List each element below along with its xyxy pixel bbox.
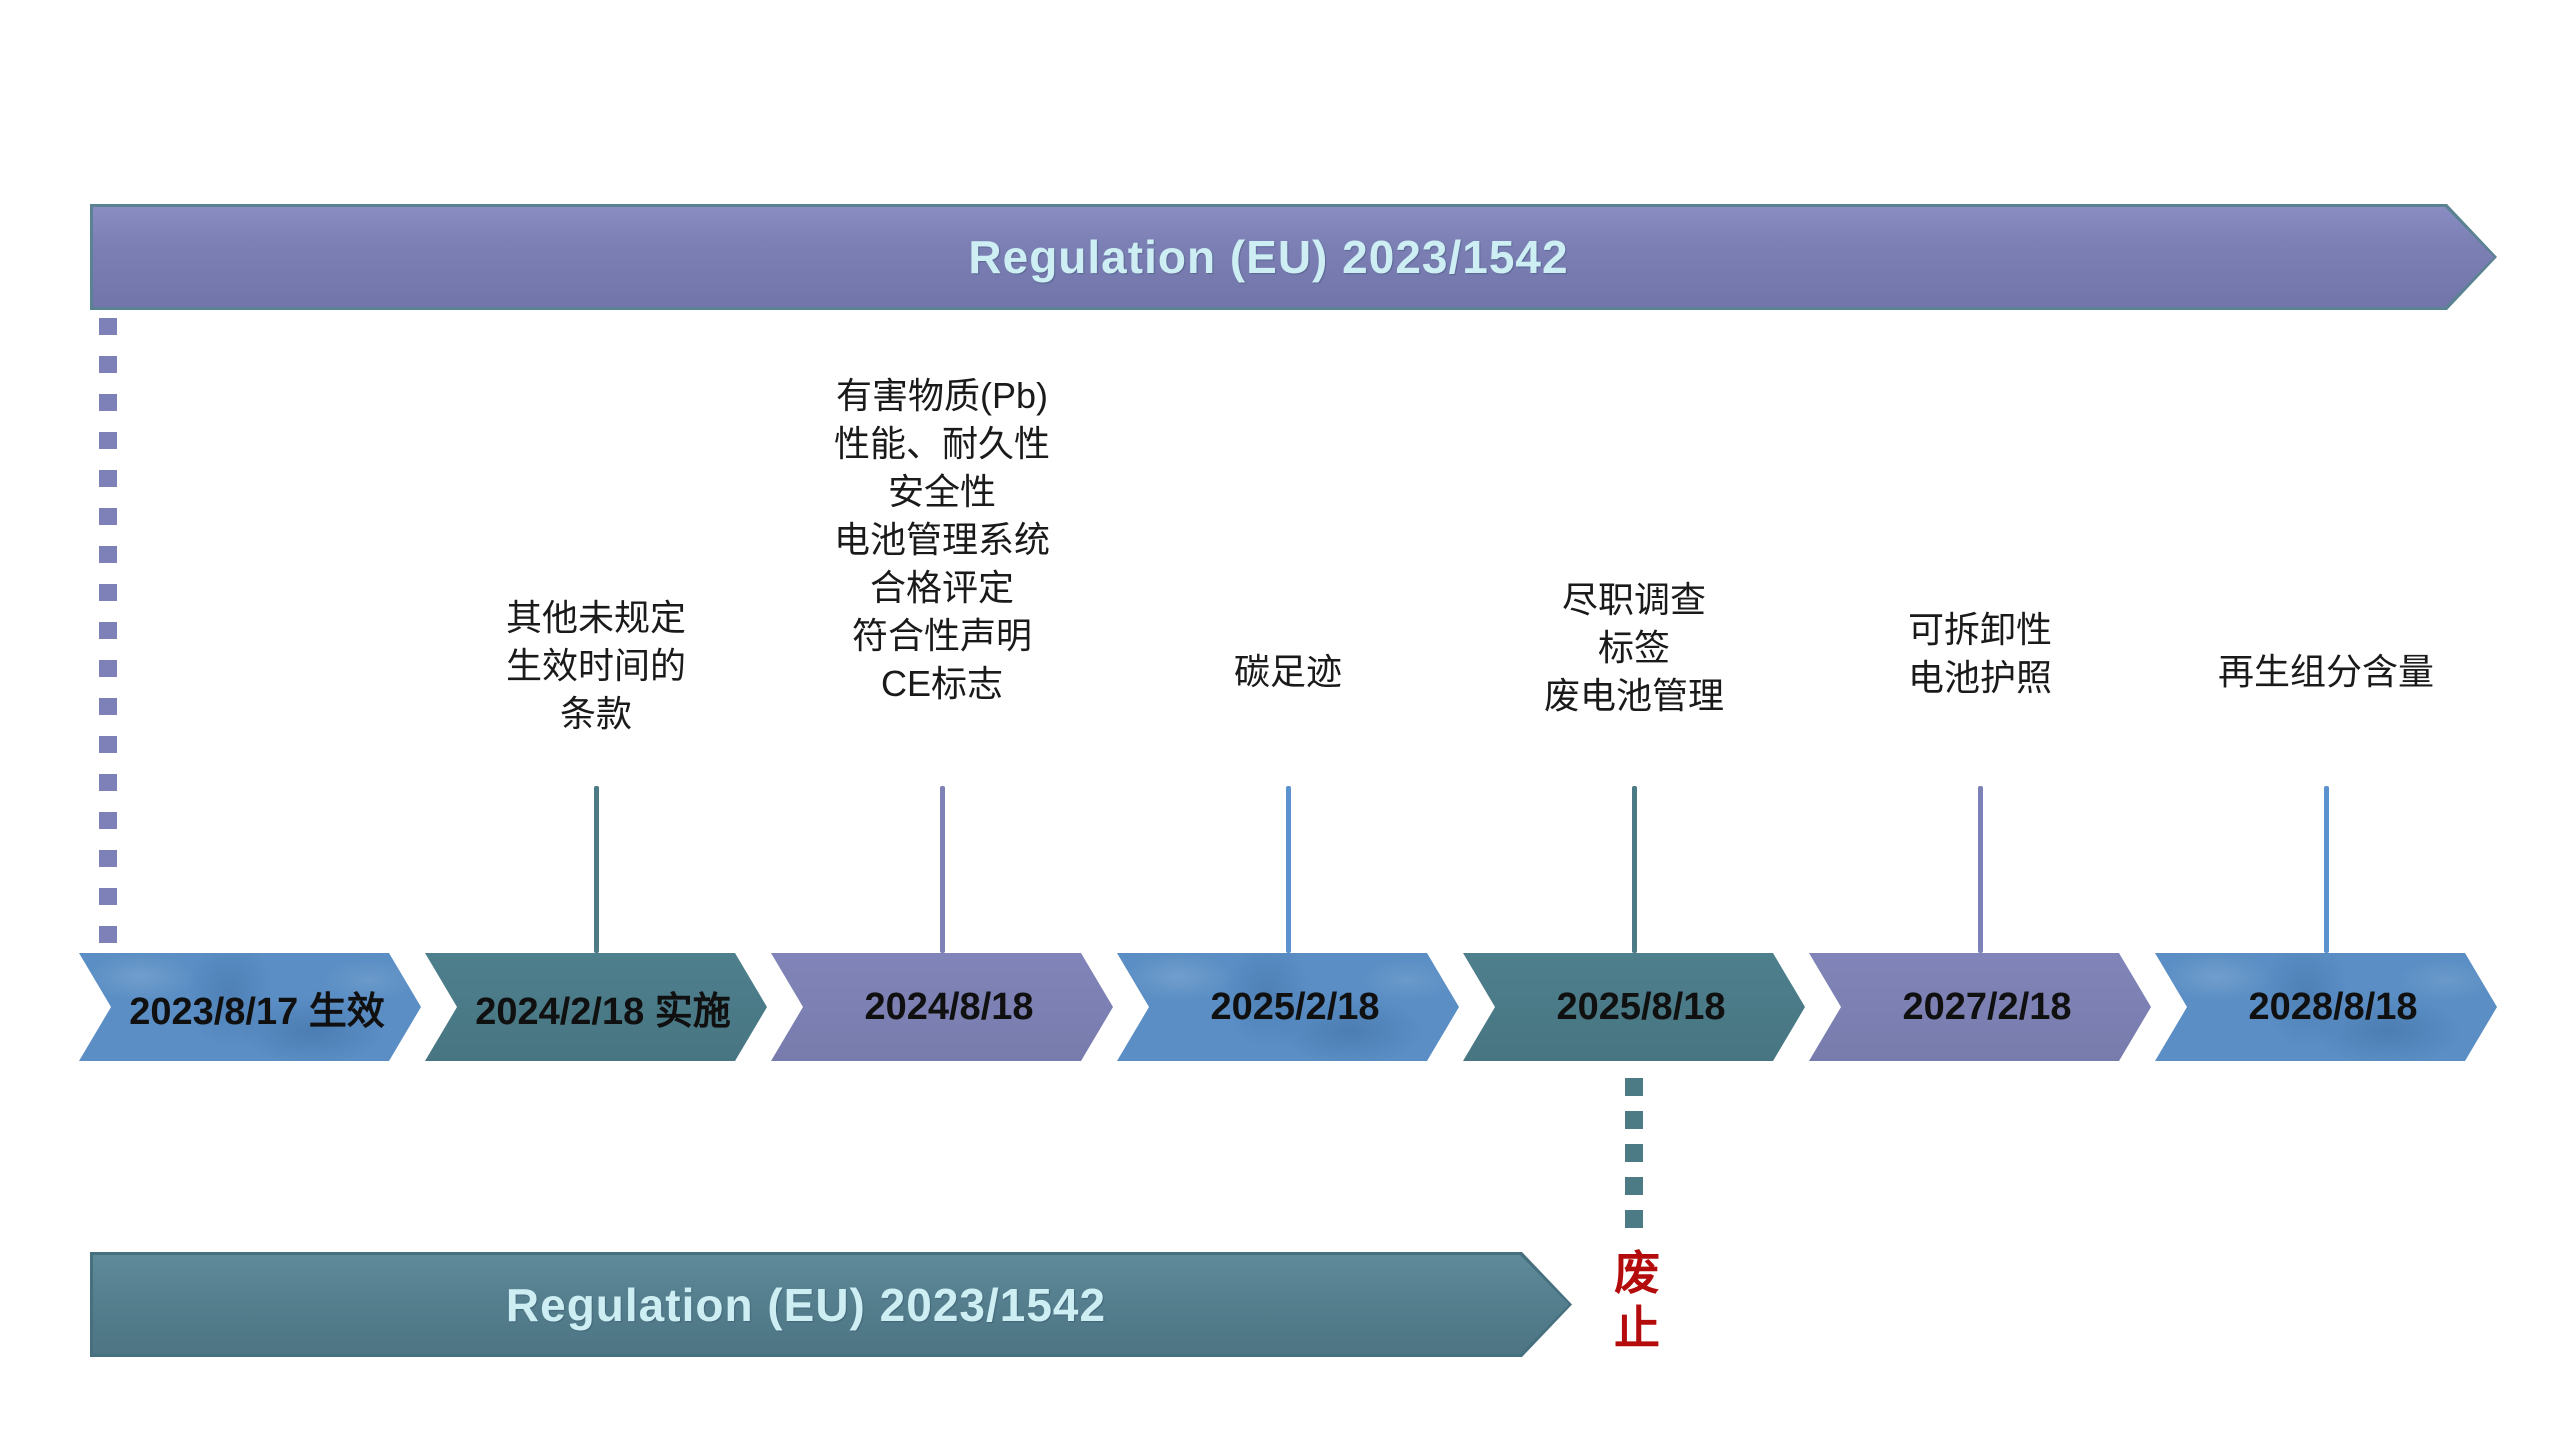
- milestone-chevron-1: 2023/8/17 生效: [79, 953, 421, 1061]
- milestone-chevron-4: 2025/2/18: [1117, 953, 1459, 1061]
- top-timeline-arrow: Regulation (EU) 2023/1542: [90, 204, 2497, 310]
- milestone-date-4: 2025/2/18: [1210, 985, 1380, 1028]
- milestone-chevron-5: 2025/8/18: [1463, 953, 1805, 1061]
- bottom-banner-label: Regulation (EU) 2023/1542: [505, 1278, 1107, 1331]
- milestone-date-6: 2027/2/18: [1902, 985, 2072, 1028]
- repeal-dashed-connector: [1625, 1078, 1643, 1238]
- repeal-label: 废 止: [1614, 1247, 1660, 1354]
- milestone-chevron-3: 2024/8/18: [771, 953, 1113, 1061]
- top-timeline-arrow-body: Regulation (EU) 2023/1542: [93, 207, 2494, 307]
- milestone-connector-6: [1978, 786, 1983, 953]
- milestone-connector-5: [1632, 786, 1637, 953]
- top-banner-label: Regulation (EU) 2023/1542: [968, 231, 1569, 283]
- milestone-label-2: 其他未规定 生效时间的 条款: [505, 597, 686, 734]
- milestone-connector-4: [1286, 786, 1291, 953]
- milestone-chevron-2: 2024/2/18 实施: [425, 953, 767, 1061]
- milestone-chevron-7: 2028/8/18: [2155, 953, 2497, 1061]
- bottom-timeline-arrow: Regulation (EU) 2023/1542: [90, 1252, 1572, 1357]
- effective-date-dashed-connector: [99, 318, 117, 950]
- milestone-label-5: 尽职调查 标签 废电池管理: [1543, 579, 1724, 716]
- bottom-timeline-arrow-body: Regulation (EU) 2023/1542: [93, 1255, 1569, 1354]
- milestone-date-7: 2028/8/18: [2248, 985, 2418, 1028]
- milestone-date-3: 2024/8/18: [864, 985, 1034, 1028]
- milestone-date-2: 2024/2/18 实施: [475, 990, 731, 1033]
- milestone-connector-7: [2324, 786, 2329, 953]
- milestone-date-5: 2025/8/18: [1556, 985, 1726, 1028]
- milestone-label-4: 碳足迹: [1233, 651, 1342, 692]
- milestone-connector-3: [940, 786, 945, 953]
- milestone-label-6: 可拆卸性 电池护照: [1907, 609, 2052, 698]
- milestone-connector-2: [594, 786, 599, 953]
- milestone-label-3: 有害物质(Pb) 性能、耐久性 安全性 电池管理系统 合格评定 符合性声明 CE…: [833, 375, 1050, 704]
- milestone-chevron-6: 2027/2/18: [1809, 953, 2151, 1061]
- milestone-label-7: 再生组分含量: [2217, 651, 2434, 692]
- milestone-date-1: 2023/8/17 生效: [129, 990, 385, 1033]
